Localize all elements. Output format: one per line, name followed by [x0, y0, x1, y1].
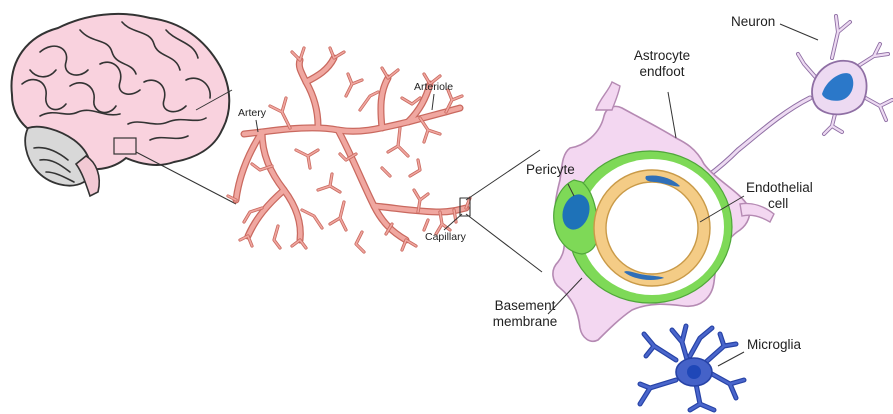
label-endothelial-cell-line2: cell	[746, 196, 826, 212]
microglia-illustration	[640, 326, 744, 410]
zoom-line-capillary-bottom	[466, 214, 542, 272]
label-neuron: Neuron	[731, 14, 775, 30]
neuron-leader	[780, 24, 818, 40]
label-basement-membrane-line1: Basement	[485, 298, 565, 314]
capillary-leader	[444, 214, 462, 230]
label-astrocyte-endfoot: Astrocyte endfoot	[625, 48, 699, 79]
label-astrocyte-endfoot-line2: endfoot	[625, 64, 699, 80]
label-artery: Artery	[238, 107, 266, 119]
label-basement-membrane-line2: membrane	[485, 314, 565, 330]
label-pericyte: Pericyte	[526, 162, 575, 178]
arteriole-leader	[432, 94, 434, 110]
label-endothelial-cell: Endothelial cell	[746, 180, 826, 211]
astrocyte-endfoot-leader	[668, 92, 676, 138]
vessel-lumen	[606, 182, 698, 274]
label-microglia: Microglia	[747, 337, 801, 353]
capillary-cross-section	[553, 82, 774, 341]
brain-illustration	[11, 14, 229, 196]
label-arteriole: Arteriole	[414, 81, 453, 93]
neuron-illustration	[702, 16, 892, 182]
vascular-tree	[228, 48, 470, 252]
label-astrocyte-endfoot-line1: Astrocyte	[625, 48, 699, 64]
label-capillary: Capillary	[425, 231, 466, 243]
label-endothelial-cell-line1: Endothelial	[746, 180, 826, 196]
microglia-nucleus	[687, 365, 701, 379]
microglia-leader	[718, 352, 744, 366]
label-basement-membrane: Basement membrane	[485, 298, 565, 329]
